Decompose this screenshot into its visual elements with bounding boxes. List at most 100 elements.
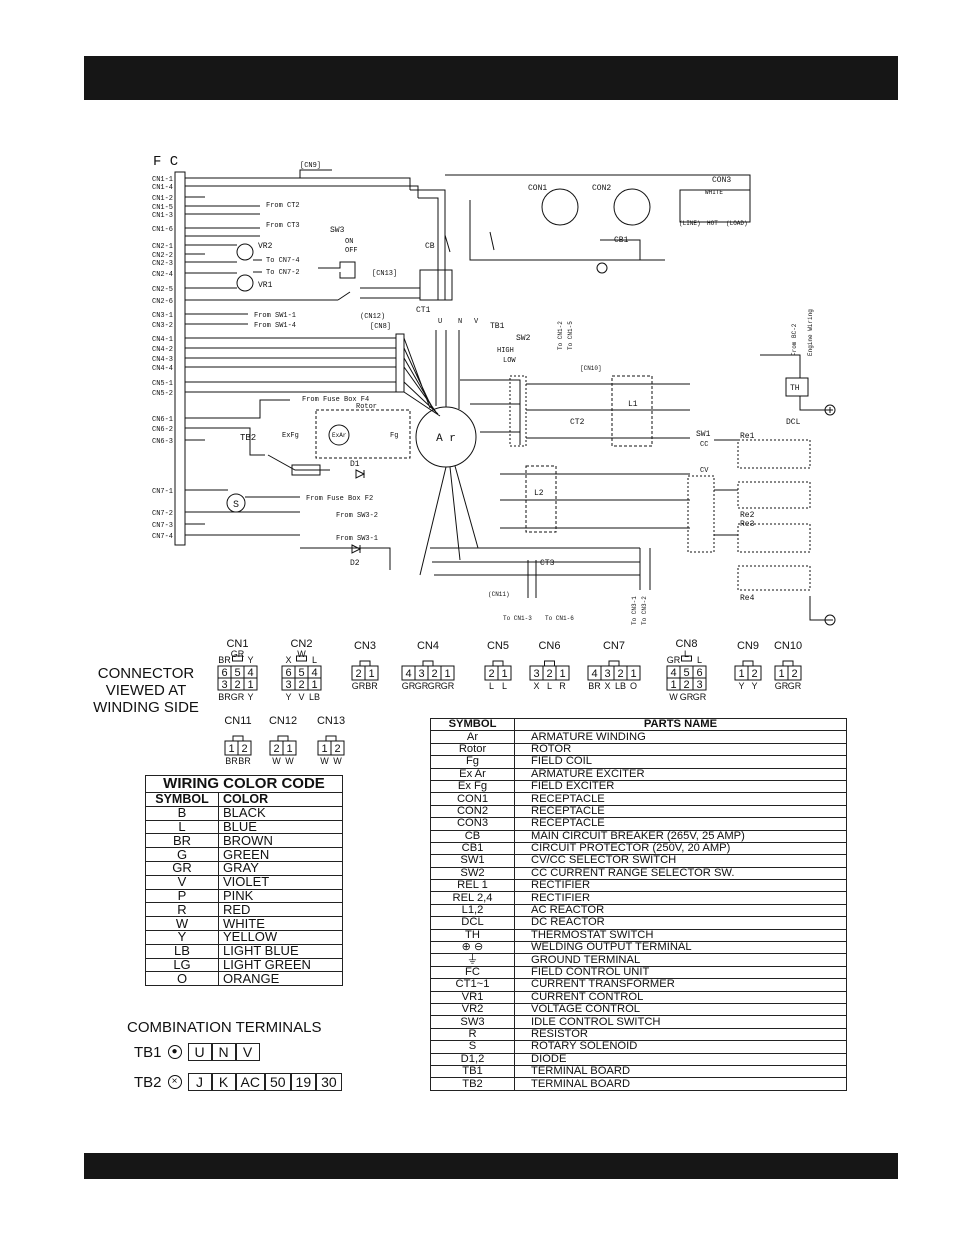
tb1-label: TB1 [490, 322, 505, 331]
connector-wire-color: X [533, 681, 539, 691]
connector-pin: 2 [431, 668, 437, 680]
tb2-label: TB2 [240, 433, 256, 443]
connector-title: CONNECTOR VIEWED AT WINDING SIDE [93, 665, 199, 716]
connector-pin: 4 [670, 667, 676, 679]
parts-name: TERMINAL BOARD [514, 1064, 847, 1079]
re2-rectifier [737, 481, 811, 509]
connector-wire-color: GR [231, 692, 245, 702]
connector-key-tab [492, 660, 504, 667]
wcc-color: YELLOW [218, 929, 343, 945]
connector-wire-color: Y [738, 681, 744, 691]
wcc-symbol: LG [145, 957, 219, 973]
connector-wire-color: L [547, 681, 552, 691]
connector-key-color: L [684, 649, 689, 659]
connector-wire-color: BR [365, 681, 378, 691]
con3-hot-label: HOT [707, 220, 718, 227]
connector-pin: 2 [334, 743, 340, 755]
to-cn7-4-label: To CN7-4 [266, 257, 300, 265]
fc-pin-label: CN2-1 [152, 243, 173, 251]
connector-wire-color: Y [285, 692, 291, 702]
to-cn1-3-label: To CN1-3 [503, 615, 532, 622]
con3-load-label: (LOAD) [726, 220, 748, 227]
connector-wire-color: V [298, 692, 304, 702]
connector-wire-color: GR [402, 681, 416, 691]
connector-wire-color: GR [428, 681, 442, 691]
cb-label: CB [425, 242, 435, 251]
connector-wire-color: BR [225, 756, 238, 766]
parts-name: THERMOSTAT SWITCH [514, 928, 847, 943]
l1-label: L1 [628, 400, 638, 409]
connector-pin: 2 [683, 679, 689, 691]
tb1-n-label: N [458, 318, 462, 326]
engine-wiring-label: Engine Wiring [807, 309, 814, 356]
vr2-label: VR2 [258, 242, 273, 251]
sw1-cc-label: CC [700, 441, 708, 449]
fc-connector-labels: CN1-1CN1-4CN1-2CN1-5CN1-3CN1-6CN2-1CN2-2… [152, 176, 173, 541]
tb1-terminal-cell: U [187, 1043, 212, 1061]
sw3-label: SW3 [330, 226, 345, 235]
minus-terminal [824, 614, 836, 626]
tb1-v-label: V [474, 318, 479, 326]
parts-symbol: REL 1 [430, 879, 515, 893]
rotor-block [315, 409, 411, 459]
wcc-symbol: O [145, 971, 219, 987]
parts-name: RECTIFIER [514, 879, 847, 893]
l2-label: L2 [534, 489, 544, 498]
sw3-on-label: ON [345, 238, 353, 246]
connector-wire-color: X [604, 681, 610, 691]
parts-symbol: FC [430, 965, 515, 980]
con1-receptacle [541, 188, 579, 226]
parts-name: DC REACTOR [514, 916, 847, 930]
connector-pin: 1 [368, 668, 374, 680]
fc-pin-label: CN5-2 [152, 390, 173, 398]
connector-wire-color: L [312, 655, 317, 665]
connector-name: CN4 [417, 640, 439, 652]
parts-name: CC CURRENT RANGE SELECTOR SW. [514, 866, 847, 881]
connector-key-tab [608, 660, 620, 667]
fc-pin-label: CN6-2 [152, 426, 173, 434]
con3-receptacle [679, 189, 751, 223]
wcc-color: BLUE [218, 819, 343, 835]
con3-line-label: (LINE) [679, 220, 701, 227]
connector-key-tab [544, 660, 555, 667]
parts-name: ARMATURE WINDING [514, 730, 847, 744]
re1-label: Re1 [740, 432, 755, 441]
resistor-r [291, 464, 321, 476]
connector-key-tab [277, 735, 289, 742]
tb2-terminal-cell: AC [235, 1073, 265, 1091]
svg-text:S: S [233, 500, 239, 511]
connector-pin: 1 [444, 668, 450, 680]
wcc-symbol: L [145, 819, 219, 835]
connector-name: CN9 [737, 640, 759, 652]
tb2-terminal-cell: 50 [264, 1073, 291, 1091]
from-sw3-1-label: From SW3-1 [336, 535, 378, 543]
parts-symbol: CB1 [430, 841, 515, 856]
from-ct3-label: From CT3 [266, 222, 300, 230]
parts-symbol-header: SYMBOL [430, 717, 515, 732]
connector-wire-color: GR [415, 681, 429, 691]
parts-name: AC REACTOR [514, 903, 847, 918]
cn9-label: [CN9] [300, 162, 321, 170]
parts-row: ⏚GROUND TERMINAL [430, 953, 847, 967]
con2-label: CON2 [592, 184, 611, 193]
fc-pin-label: CN1-4 [152, 184, 173, 192]
to-cn3-1-label: To CN3-1 [631, 596, 638, 625]
connector-pin: 2 [617, 668, 623, 680]
connector-pin: 3 [604, 668, 610, 680]
connector-pin: 4 [247, 667, 253, 679]
connector-pin: 1 [286, 743, 292, 755]
wcc-color: RED [218, 902, 343, 918]
connector-wire-color: L [502, 681, 507, 691]
fc-pin-label: CN2-5 [152, 286, 173, 294]
